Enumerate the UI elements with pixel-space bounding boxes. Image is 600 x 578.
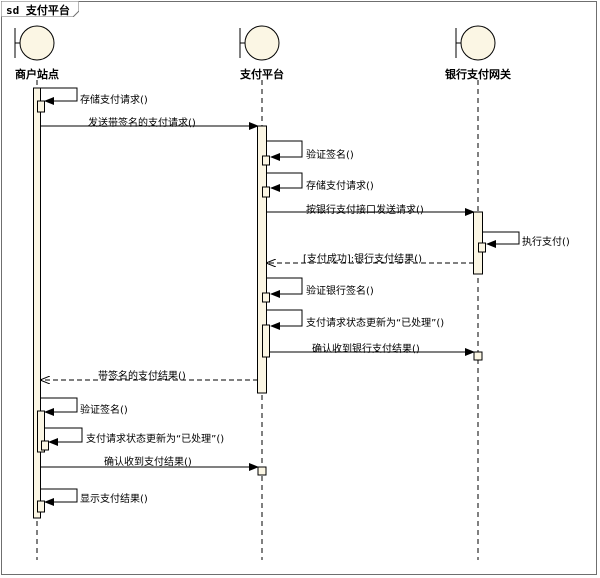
message-label-m11: 带签名的支付结果(): [98, 371, 186, 382]
message-m13: [45, 427, 83, 446]
lifeline-name-bank: 银行支付网关: [445, 68, 511, 81]
activation-merchant-m12: [37, 410, 45, 453]
message-label-m5: 按银行支付接口发送请求(): [306, 205, 424, 216]
message-m15: [41, 488, 78, 506]
lifeline-head-merchant: [19, 25, 55, 61]
activation-bank-m10: [473, 351, 483, 361]
message-m8: [267, 277, 303, 298]
message-label-m2: 发送带签名的支付请求(): [88, 118, 196, 129]
activation-platform-m14: [257, 466, 267, 476]
message-m4: [267, 172, 303, 192]
message-label-m6: 执行支付(): [522, 237, 570, 248]
activation-bank-m6: [478, 242, 486, 253]
message-label-m4: 存储支付请求(): [306, 181, 374, 192]
message-label-m12: 验证签名(): [80, 405, 128, 416]
message-m12: [41, 397, 78, 416]
message-label-m10: 确认收到银行支付结果(): [312, 344, 420, 355]
activation-merchant-m13: [41, 440, 49, 451]
activation-platform-m9: [262, 324, 270, 358]
frame-tab: [1, 1, 79, 17]
activation-merchant-main: [33, 87, 41, 519]
activation-platform-m8: [262, 292, 270, 303]
message-label-m13: 支付请求状态更新为“已处理”(): [86, 434, 225, 445]
message-label-m7: [支付成功]:银行支付结果(): [303, 254, 422, 265]
activation-platform-m3: [262, 155, 270, 166]
activation-platform-m4: [262, 186, 270, 198]
message-label-m14: 确认收到支付结果(): [104, 457, 192, 468]
lifeline-head-platform: [244, 25, 280, 61]
message-m3: [267, 140, 303, 161]
frame-label: sd 支付平台: [6, 4, 70, 17]
message-label-m1: 存储支付请求(): [80, 95, 148, 106]
activation-merchant-m1: [37, 100, 45, 113]
message-label-m3: 验证签名(): [306, 150, 354, 161]
lifeline-name-merchant: 商户站点: [15, 68, 59, 81]
message-m6: [483, 231, 520, 248]
lifeline-name-platform: 支付平台: [240, 68, 284, 81]
activation-merchant-m15: [37, 500, 45, 513]
message-m9: [267, 309, 303, 330]
message-label-m15: 显示支付结果(): [80, 494, 148, 505]
lifeline-head-bank: [460, 25, 496, 61]
message-label-m9: 支付请求状态更新为“已处理”(): [306, 318, 445, 329]
message-label-m8: 验证银行签名(): [306, 286, 374, 297]
message-m1: [41, 87, 78, 105]
